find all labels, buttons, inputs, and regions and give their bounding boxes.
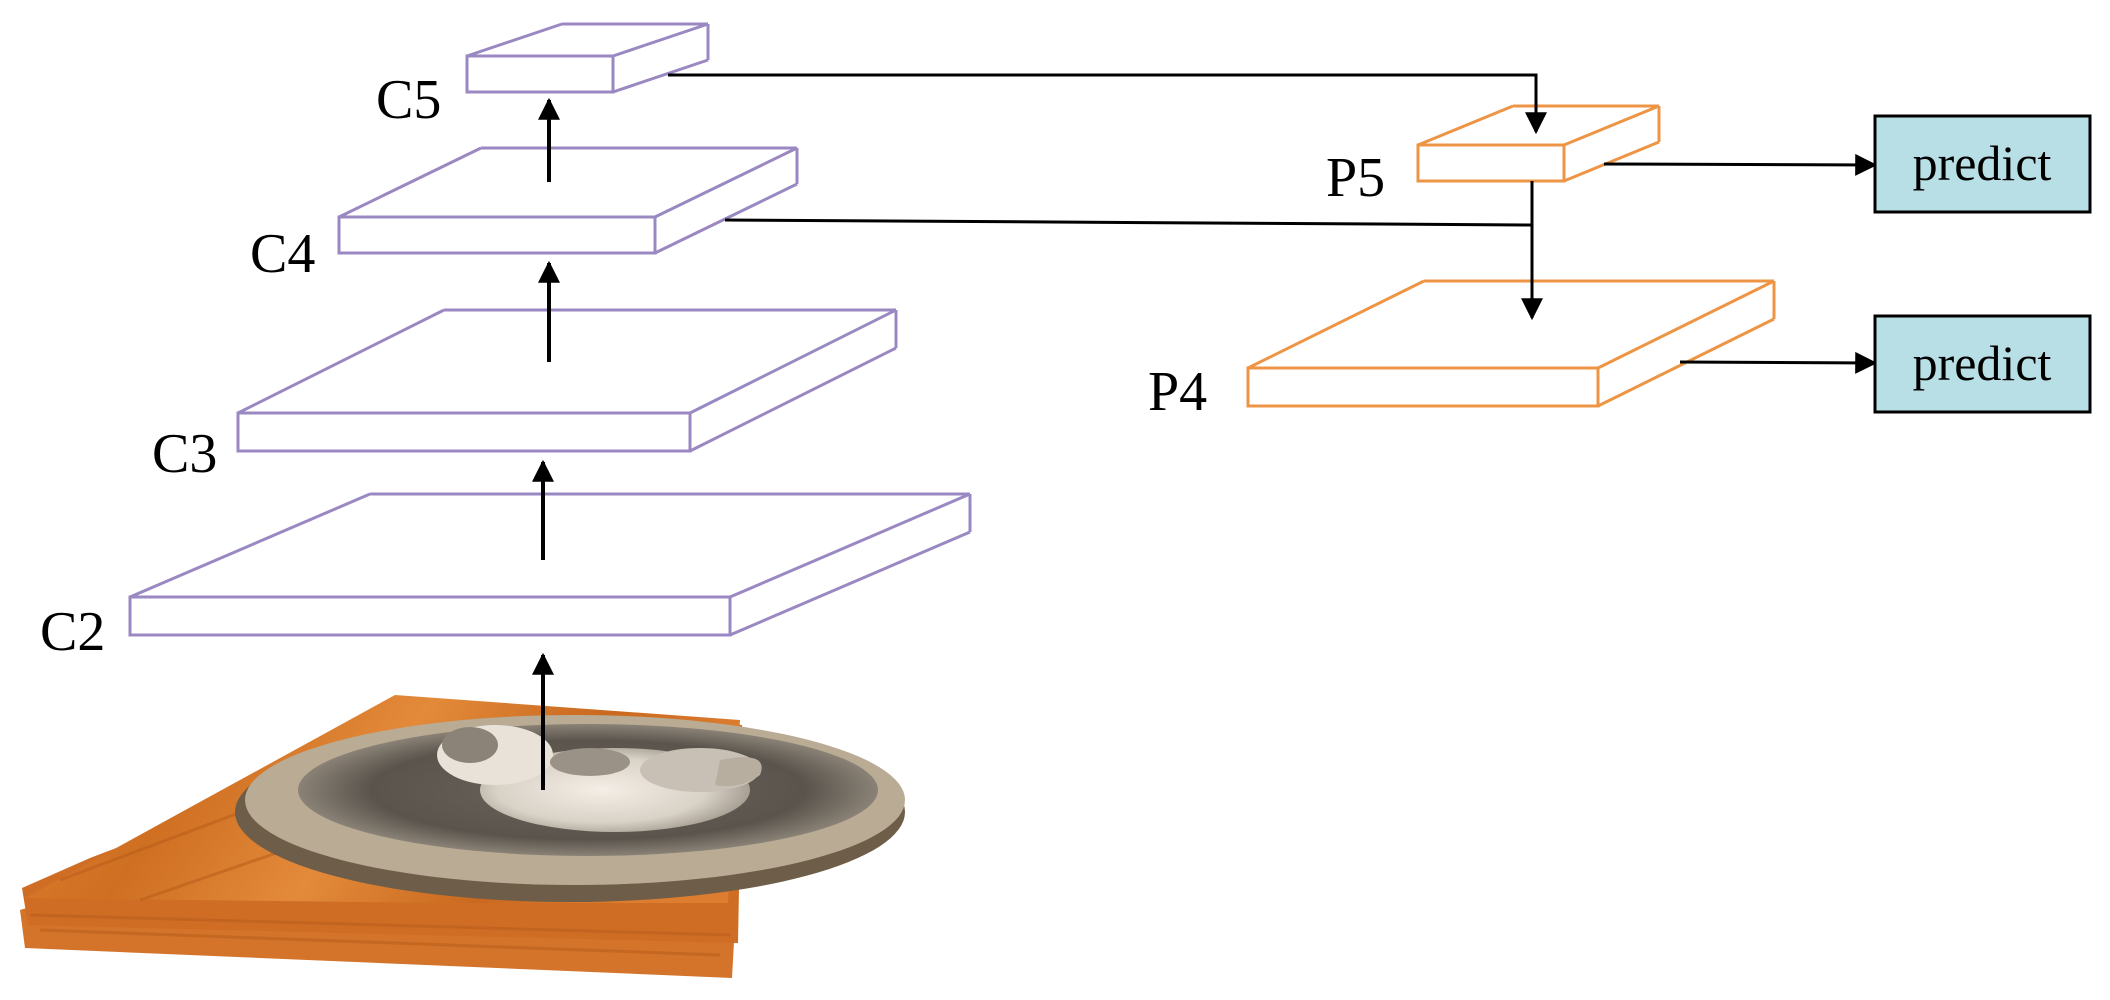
arrow-p5-to-predict <box>1603 153 1878 176</box>
lateral-connections <box>668 73 1547 321</box>
predict-label-p5: predict <box>1913 135 2052 191</box>
arrow-p4-to-predict <box>1679 351 1878 374</box>
predict-label-p4: predict <box>1913 335 2052 391</box>
predict-box-p4: predict <box>1873 314 2092 414</box>
p5-label: P5 <box>1326 147 1385 209</box>
backbone-c5 <box>465 22 710 94</box>
predict-box-p5: predict <box>1873 114 2092 214</box>
connector-c4-to-p4 <box>724 218 1533 227</box>
backbone-c4 <box>337 146 799 255</box>
cat-figure <box>437 725 762 832</box>
input-image <box>20 695 905 978</box>
c5-label: C5 <box>376 69 441 131</box>
backbone-c2 <box>128 492 972 637</box>
backbone-c3 <box>236 308 898 453</box>
p4-label: P4 <box>1148 361 1207 423</box>
pyramid-p4 <box>1246 279 1776 408</box>
connector-c5-to-p5 <box>668 73 1547 135</box>
c2-label: C2 <box>40 601 105 663</box>
bottom-up-arrows <box>532 97 560 790</box>
c3-label: C3 <box>152 423 217 485</box>
prediction-arrows <box>1603 153 1878 374</box>
c4-label: C4 <box>250 223 315 285</box>
pyramid-p5 <box>1416 104 1661 183</box>
